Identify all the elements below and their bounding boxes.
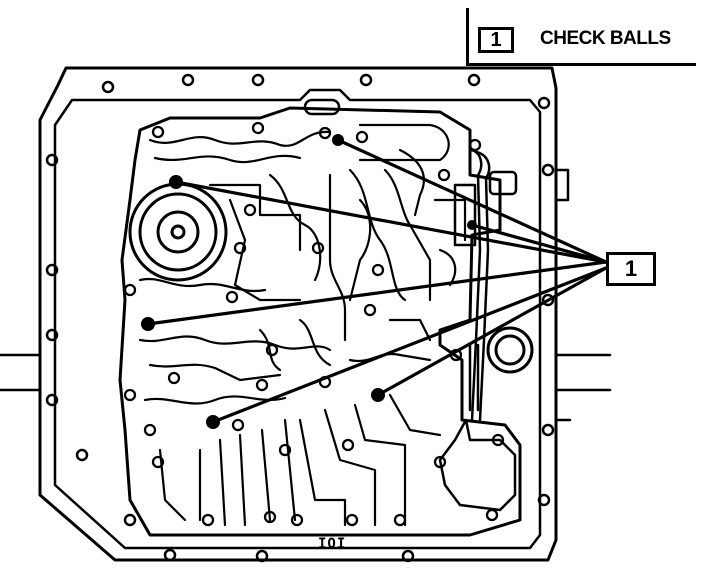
flange-bolt-holes: [45, 73, 555, 563]
callout-number-box: 1: [606, 252, 656, 286]
filter-plug: [486, 326, 534, 374]
legend-label: CHECK BALLS: [540, 28, 671, 49]
legend-number-box: 1: [478, 27, 514, 53]
legend-frame: [466, 8, 696, 66]
casting-mark: IOI: [318, 536, 347, 552]
top-slot: [303, 98, 341, 116]
mounting-studs: [0, 168, 612, 422]
valve-body-outline: [118, 106, 522, 537]
case-inner-outline: [53, 88, 542, 550]
callout-leader-lines: [146, 138, 608, 424]
fluid-passages: [138, 123, 467, 527]
accumulator-piston: [128, 182, 228, 282]
case-flange-outline: [38, 66, 558, 562]
